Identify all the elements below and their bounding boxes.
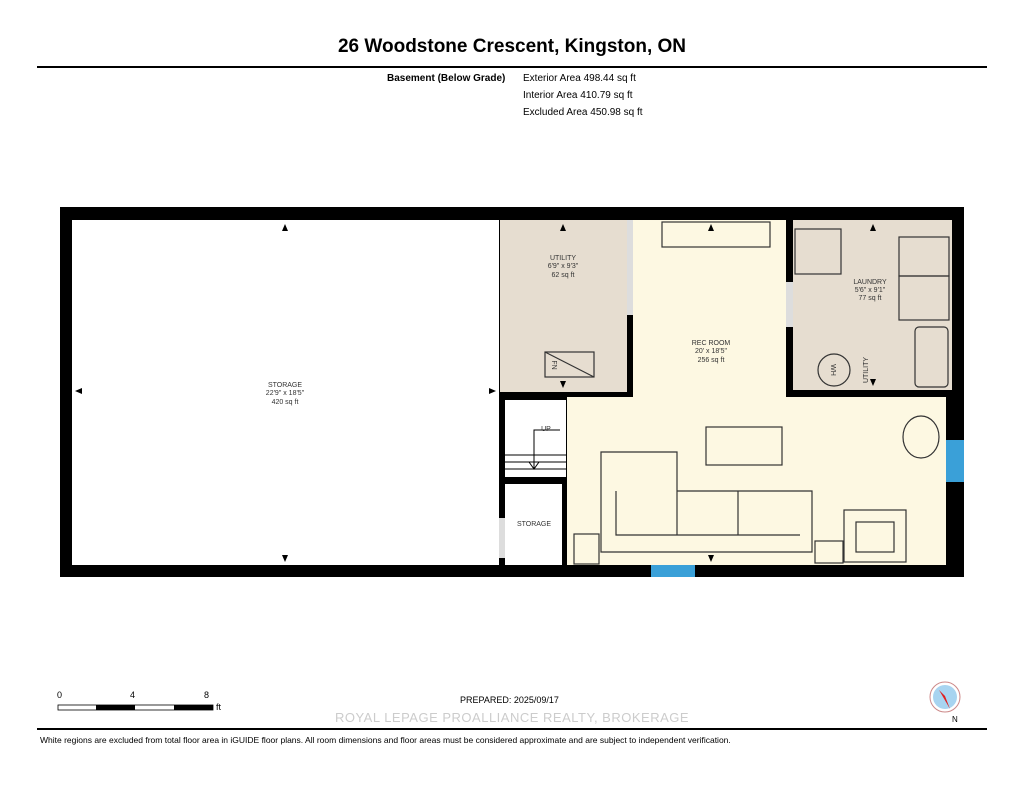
north-label: N <box>952 715 958 724</box>
side-table <box>573 533 600 565</box>
room-laundry <box>793 220 952 390</box>
utility-name: UTILITY <box>550 255 576 262</box>
rec-room-name: REC ROOM <box>692 340 731 347</box>
header-divider <box>37 66 987 68</box>
sofa <box>600 451 813 553</box>
dimension-arrows <box>75 224 876 562</box>
door-opening <box>499 518 505 558</box>
scale-unit: ft <box>216 702 222 712</box>
room-storage-main <box>72 220 499 565</box>
floor-label: Basement (Below Grade) <box>387 73 506 84</box>
laundry-cabinet <box>794 228 842 275</box>
exterior-area: Exterior Area 498.44 sq ft <box>523 73 636 84</box>
page-title: 26 Woodstone Crescent, Kingston, ON <box>337 36 687 57</box>
storage-dims: 22'9" x 18'5" <box>266 390 305 397</box>
prepared-date: PREPARED: 2025/09/17 <box>460 695 559 705</box>
washer <box>898 275 950 321</box>
laundry-dims: 5'6" x 9'1" <box>855 287 886 294</box>
utility-dims: 6'9" x 9'3" <box>548 263 579 270</box>
room-utility <box>500 220 627 392</box>
furnace-label: FN <box>550 360 557 369</box>
storage-name: STORAGE <box>268 382 302 389</box>
footer-divider <box>37 728 987 730</box>
interior-area: Interior Area 410.79 sq ft <box>523 90 633 101</box>
watermark: ROYAL LEPAGE PROALLIANCE REALTY, BROKERA… <box>334 710 690 725</box>
door-opening <box>627 220 633 315</box>
north-arrow-icon: N <box>929 681 961 724</box>
scale-tick-0: 0 <box>57 690 63 700</box>
laundry-sink <box>914 326 949 388</box>
scale-tick-8: 8 <box>204 690 210 700</box>
window <box>946 440 964 482</box>
dining-table <box>902 415 940 459</box>
storage-area: 420 sq ft <box>272 399 299 406</box>
side-table <box>814 540 844 564</box>
utility-vertical-label: UTILITY <box>863 357 870 383</box>
coffee-table <box>705 426 783 466</box>
water-heater-label: WH <box>829 364 836 376</box>
laundry-name: LAUNDRY <box>853 279 887 286</box>
door-opening <box>786 282 793 327</box>
scale-tick-4: 4 <box>130 690 136 700</box>
window <box>651 565 695 577</box>
utility-area: 62 sq ft <box>552 272 575 279</box>
rec-room-area: 256 sq ft <box>698 357 725 364</box>
tv-console <box>661 221 771 248</box>
furniture <box>544 221 950 565</box>
room-storage-small <box>505 484 562 565</box>
scale-bar <box>57 704 214 711</box>
small-storage-name: STORAGE <box>517 521 551 528</box>
room-rec-room-lower <box>567 397 946 565</box>
laundry-area: 77 sq ft <box>859 295 882 302</box>
armchair <box>843 509 907 563</box>
stair-treads <box>505 429 566 470</box>
stairs <box>505 400 566 477</box>
stairs-up-label: UP <box>541 426 551 433</box>
furnace <box>544 351 595 378</box>
water-heater <box>817 353 851 387</box>
rec-room-dims: 20' x 18'5" <box>695 348 728 355</box>
excluded-area: Excluded Area 450.98 sq ft <box>523 107 643 118</box>
room-rec-room <box>633 220 786 397</box>
disclaimer: White regions are excluded from total fl… <box>40 735 731 745</box>
